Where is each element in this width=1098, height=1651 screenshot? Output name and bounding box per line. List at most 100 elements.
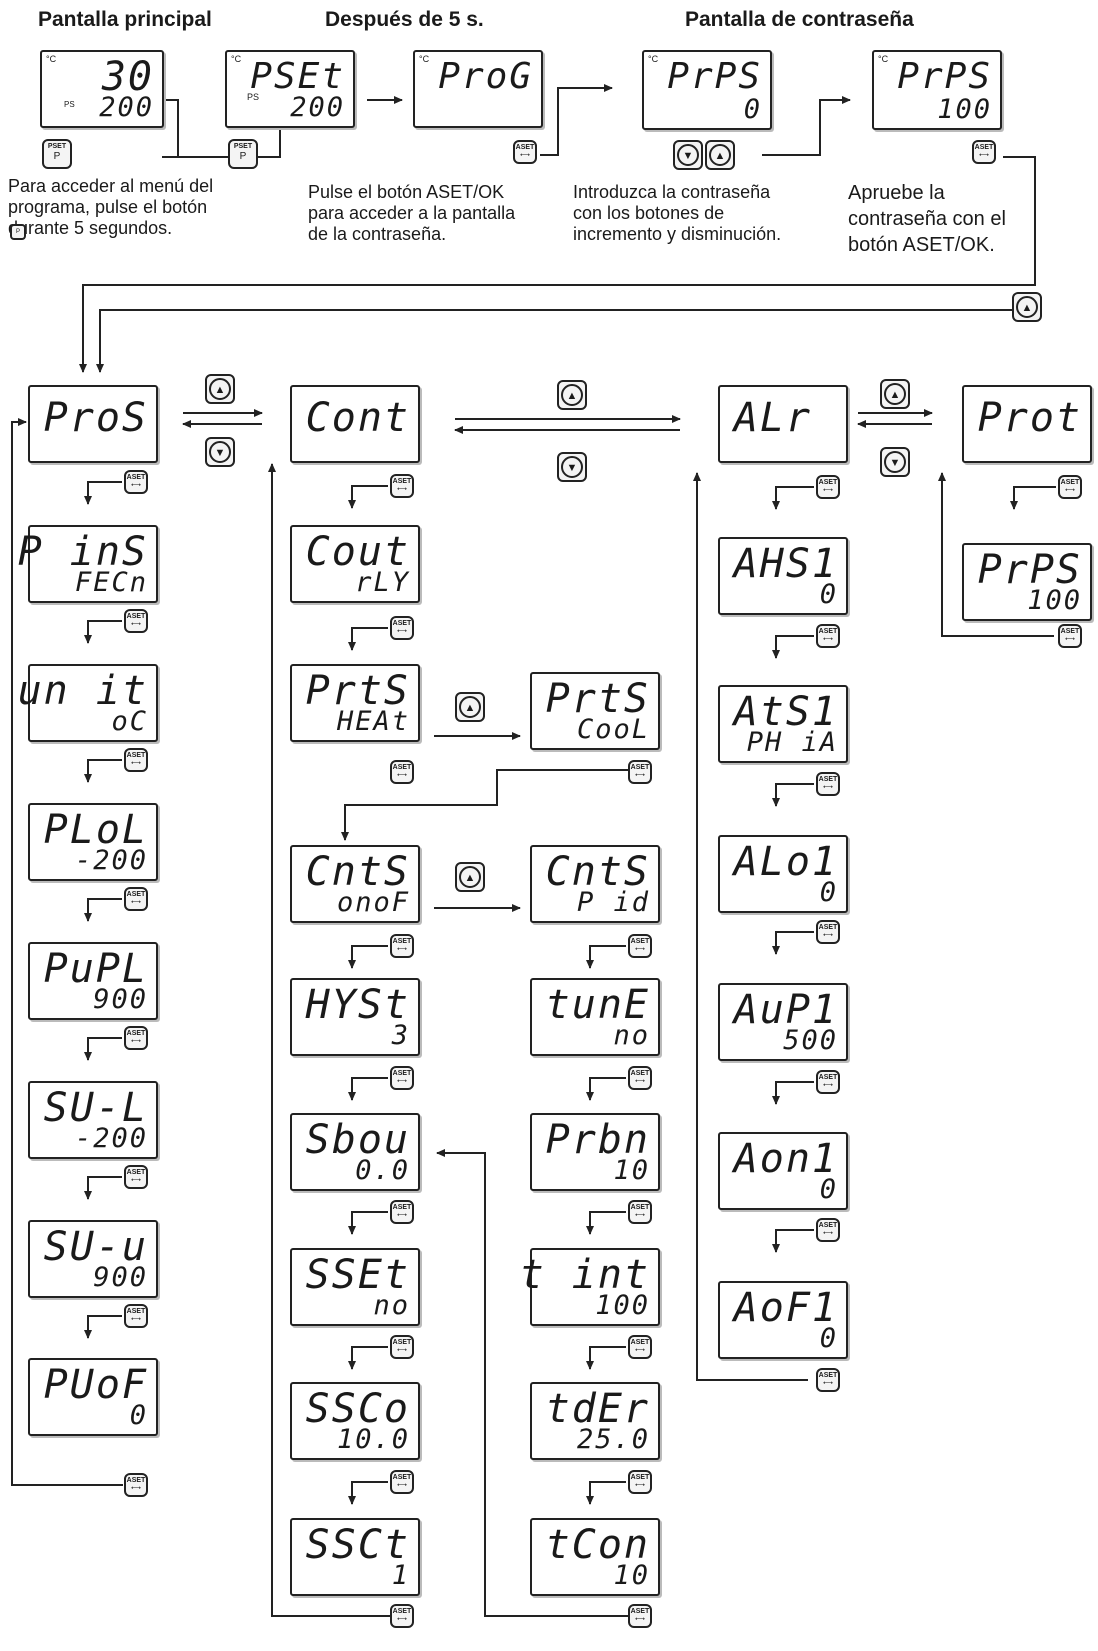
display-line2: 0 (819, 1323, 838, 1354)
aset-button[interactable]: ASET⟷ (124, 609, 148, 633)
ok-arrow-icon: ⟷ (634, 1212, 646, 1219)
aset-button[interactable]: ASET⟷ (124, 470, 148, 494)
aset-button[interactable]: ASET⟷ (816, 1070, 840, 1094)
ok-arrow-icon: ⟷ (130, 899, 142, 906)
down-button[interactable]: ▼ (205, 437, 235, 467)
ok-arrow-icon: ⟷ (396, 1347, 408, 1354)
aset-button[interactable]: ASET⟷ (124, 1026, 148, 1050)
display-line1: ALo1 (733, 839, 838, 885)
aset-label: ASET (630, 1070, 650, 1077)
display-line1: un it (17, 668, 148, 714)
aset-button[interactable]: ASET⟷ (1058, 475, 1082, 499)
aset-label: ASET (126, 613, 146, 620)
aset-button[interactable]: ASET⟷ (390, 1066, 414, 1090)
aset-button[interactable]: ASET ⟷ (972, 140, 996, 164)
step-arrow (84, 898, 122, 922)
menu-prot: Prot (962, 385, 1092, 463)
aset-button[interactable]: ASET⟷ (390, 1604, 414, 1628)
aset-button[interactable]: ASET⟷ (816, 1218, 840, 1242)
aset-button[interactable]: ASET⟷ (816, 920, 840, 944)
down-button[interactable]: ▼ (557, 452, 587, 482)
aset-button[interactable]: ASET⟷ (390, 1200, 414, 1224)
pset-button[interactable]: PSET P (228, 139, 258, 169)
up-button[interactable]: ▲ (205, 374, 235, 404)
aset-button[interactable]: ASET⟷ (390, 616, 414, 640)
display-line1: tdEr (545, 1386, 650, 1432)
aset-button[interactable]: ASET⟷ (816, 624, 840, 648)
aset-button[interactable]: ASET⟷ (390, 1470, 414, 1494)
aset-label: ASET (126, 752, 146, 759)
down-button[interactable]: ▼ (673, 140, 703, 170)
aset-button[interactable]: ASET ⟷ (513, 140, 537, 164)
aset-button[interactable]: ASET⟷ (816, 1368, 840, 1392)
display-line1: SSCt (305, 1522, 410, 1568)
aset-label: ASET (515, 144, 535, 151)
step-arrow (348, 945, 388, 969)
ps-indicator: PS (247, 92, 260, 102)
aset-button[interactable]: ASET⟷ (124, 1473, 148, 1497)
aset-button[interactable]: ASET⟷ (628, 1066, 652, 1090)
aset-label: ASET (126, 474, 146, 481)
up-button[interactable]: ▲ (880, 379, 910, 409)
step-arrow (772, 486, 814, 510)
aset-button[interactable]: ASET⟷ (816, 772, 840, 796)
up-button[interactable]: ▲ (455, 692, 485, 722)
aset-button[interactable]: ASET⟷ (628, 1604, 652, 1628)
display-pros-param: PLoL-200 (28, 803, 158, 881)
aset-button[interactable]: ASET⟷ (124, 1304, 148, 1328)
ok-arrow-icon: ⟷ (822, 1230, 834, 1237)
aset-button[interactable]: ASET⟷ (628, 934, 652, 958)
aset-label: ASET (392, 620, 412, 627)
display-line1: PrtS (545, 676, 650, 722)
up-button[interactable]: ▲ (455, 862, 485, 892)
step-arrow (772, 783, 814, 807)
celsius-indicator: °C (878, 54, 889, 64)
aset-button[interactable]: ASET⟷ (628, 1470, 652, 1494)
aset-label: ASET (126, 1308, 146, 1315)
up-button[interactable]: ▲ (1012, 292, 1042, 322)
aset-button[interactable]: ASET⟷ (390, 934, 414, 958)
aset-button[interactable]: ASET⟷ (390, 760, 414, 784)
aset-button[interactable]: ASET⟷ (124, 887, 148, 911)
step-arrow (348, 1481, 388, 1505)
step-arrow (772, 635, 814, 659)
heading-password-screen: Pantalla de contraseña (685, 8, 914, 31)
up-arrow-icon: ▲ (1016, 296, 1038, 318)
display-line2: 100 (595, 1290, 650, 1321)
up-button[interactable]: ▲ (705, 140, 735, 170)
step-arrow (348, 1077, 388, 1101)
aset-button[interactable]: ASET⟷ (628, 1335, 652, 1359)
aset-button[interactable]: ASET⟷ (124, 748, 148, 772)
aset-label: ASET (630, 938, 650, 945)
ok-arrow-icon: ⟷ (822, 784, 834, 791)
display-line2: 10 (613, 1560, 650, 1591)
aset-button[interactable]: ASET⟷ (124, 1165, 148, 1189)
aset-button[interactable]: ASET⟷ (628, 1200, 652, 1224)
menu-alr: ALr (718, 385, 848, 463)
step-arrow (348, 1211, 388, 1235)
aset-button[interactable]: ASET ⟷ (628, 760, 652, 784)
ok-arrow-icon: ⟷ (396, 1078, 408, 1085)
aset-label: ASET (818, 1372, 838, 1379)
pset-button[interactable]: PSET P (42, 139, 72, 169)
menu-pros: ProS (28, 385, 158, 463)
step-arrow (84, 1315, 122, 1339)
down-button[interactable]: ▼ (880, 447, 910, 477)
aset-button[interactable]: ASET⟷ (816, 475, 840, 499)
step-arrow (348, 485, 388, 509)
step-arrow (586, 1077, 626, 1101)
display-line2: no (373, 1290, 410, 1321)
display-line2: -200 (74, 1123, 148, 1154)
aset-button[interactable]: ASET⟷ (1058, 624, 1082, 648)
display-line2: 200 (99, 92, 154, 123)
aset-button[interactable]: ASET⟷ (390, 474, 414, 498)
aset-button[interactable]: ASET⟷ (390, 1335, 414, 1359)
up-button[interactable]: ▲ (557, 380, 587, 410)
note-access-menu: Para acceder al menú del programa, pulse… (8, 176, 214, 238)
